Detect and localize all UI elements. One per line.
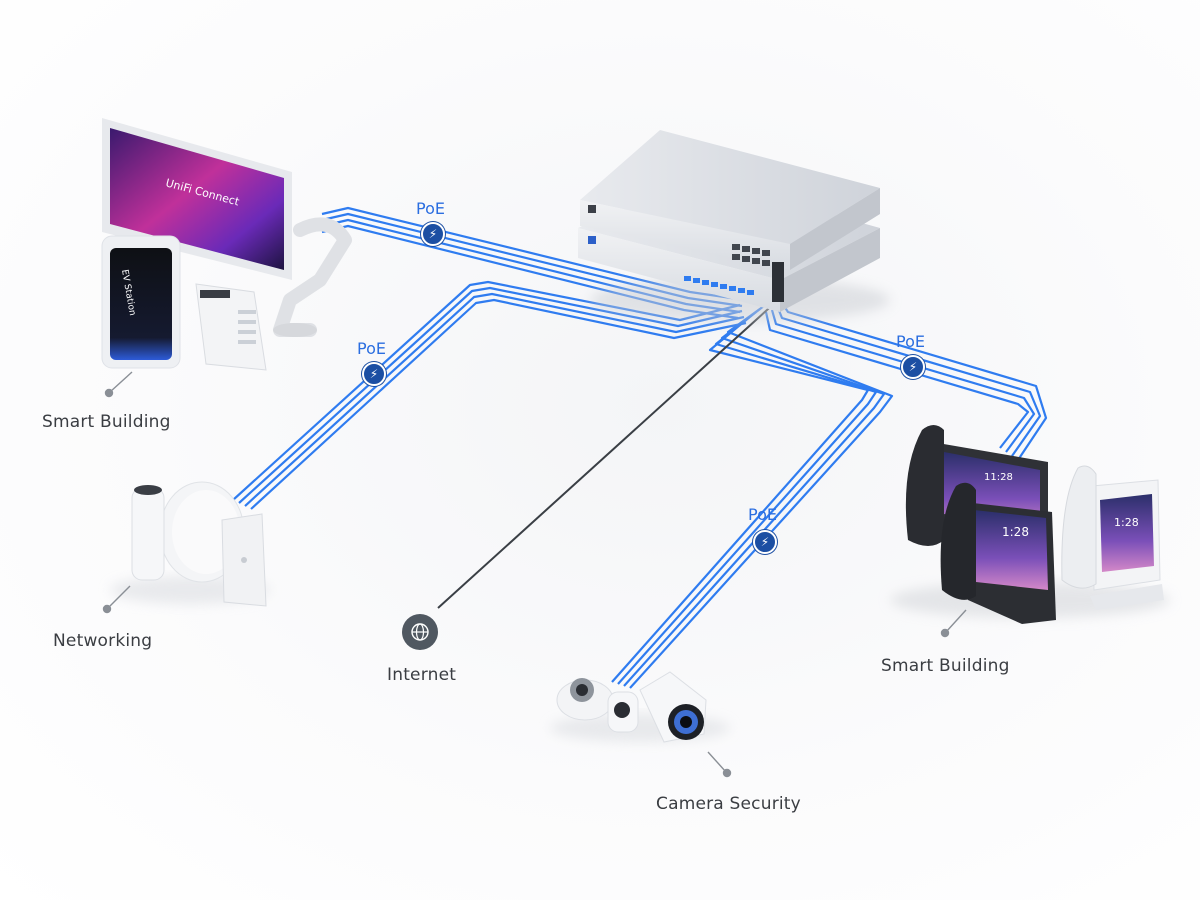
- phone-white-time: 1:28: [1114, 516, 1139, 529]
- poe-label-top: PoE: [416, 199, 445, 218]
- poe-bolt-icon-camera: ⚡: [753, 530, 777, 554]
- networking-devices: [110, 481, 270, 607]
- label-internet: Internet: [387, 665, 457, 685]
- poe-label-networking: PoE: [357, 339, 386, 358]
- connect-display-kiosk: UniFi Connect EV Station: [101, 118, 352, 371]
- network-switch: [578, 130, 890, 322]
- globe-glyph: [411, 623, 429, 641]
- camera-devices: [550, 671, 730, 743]
- label-smart-building-left: Smart Building: [42, 412, 171, 432]
- globe-icon: [402, 614, 438, 650]
- label-camera-security: Camera Security: [656, 794, 801, 814]
- phone-large-time: 11:28: [984, 472, 1013, 483]
- callout-lines: [102, 371, 967, 778]
- poe-label-phones: PoE: [896, 332, 925, 351]
- poe-bolt-icon-networking: ⚡: [362, 362, 386, 386]
- label-networking: Networking: [53, 631, 153, 651]
- phone-small-time: 1:28: [1002, 525, 1029, 539]
- poe-bolt-icon-top: ⚡: [421, 222, 445, 246]
- poe-bolt-icon-phones: ⚡: [901, 355, 925, 379]
- internet-cable: [437, 299, 779, 609]
- poe-cable-phones: [764, 305, 1048, 461]
- label-smart-building-right: Smart Building: [881, 656, 1010, 676]
- poe-label-camera: PoE: [748, 505, 777, 524]
- poe-cable-camera: [611, 305, 894, 689]
- phone-devices: 11:28 1:28 1:28: [890, 425, 1170, 624]
